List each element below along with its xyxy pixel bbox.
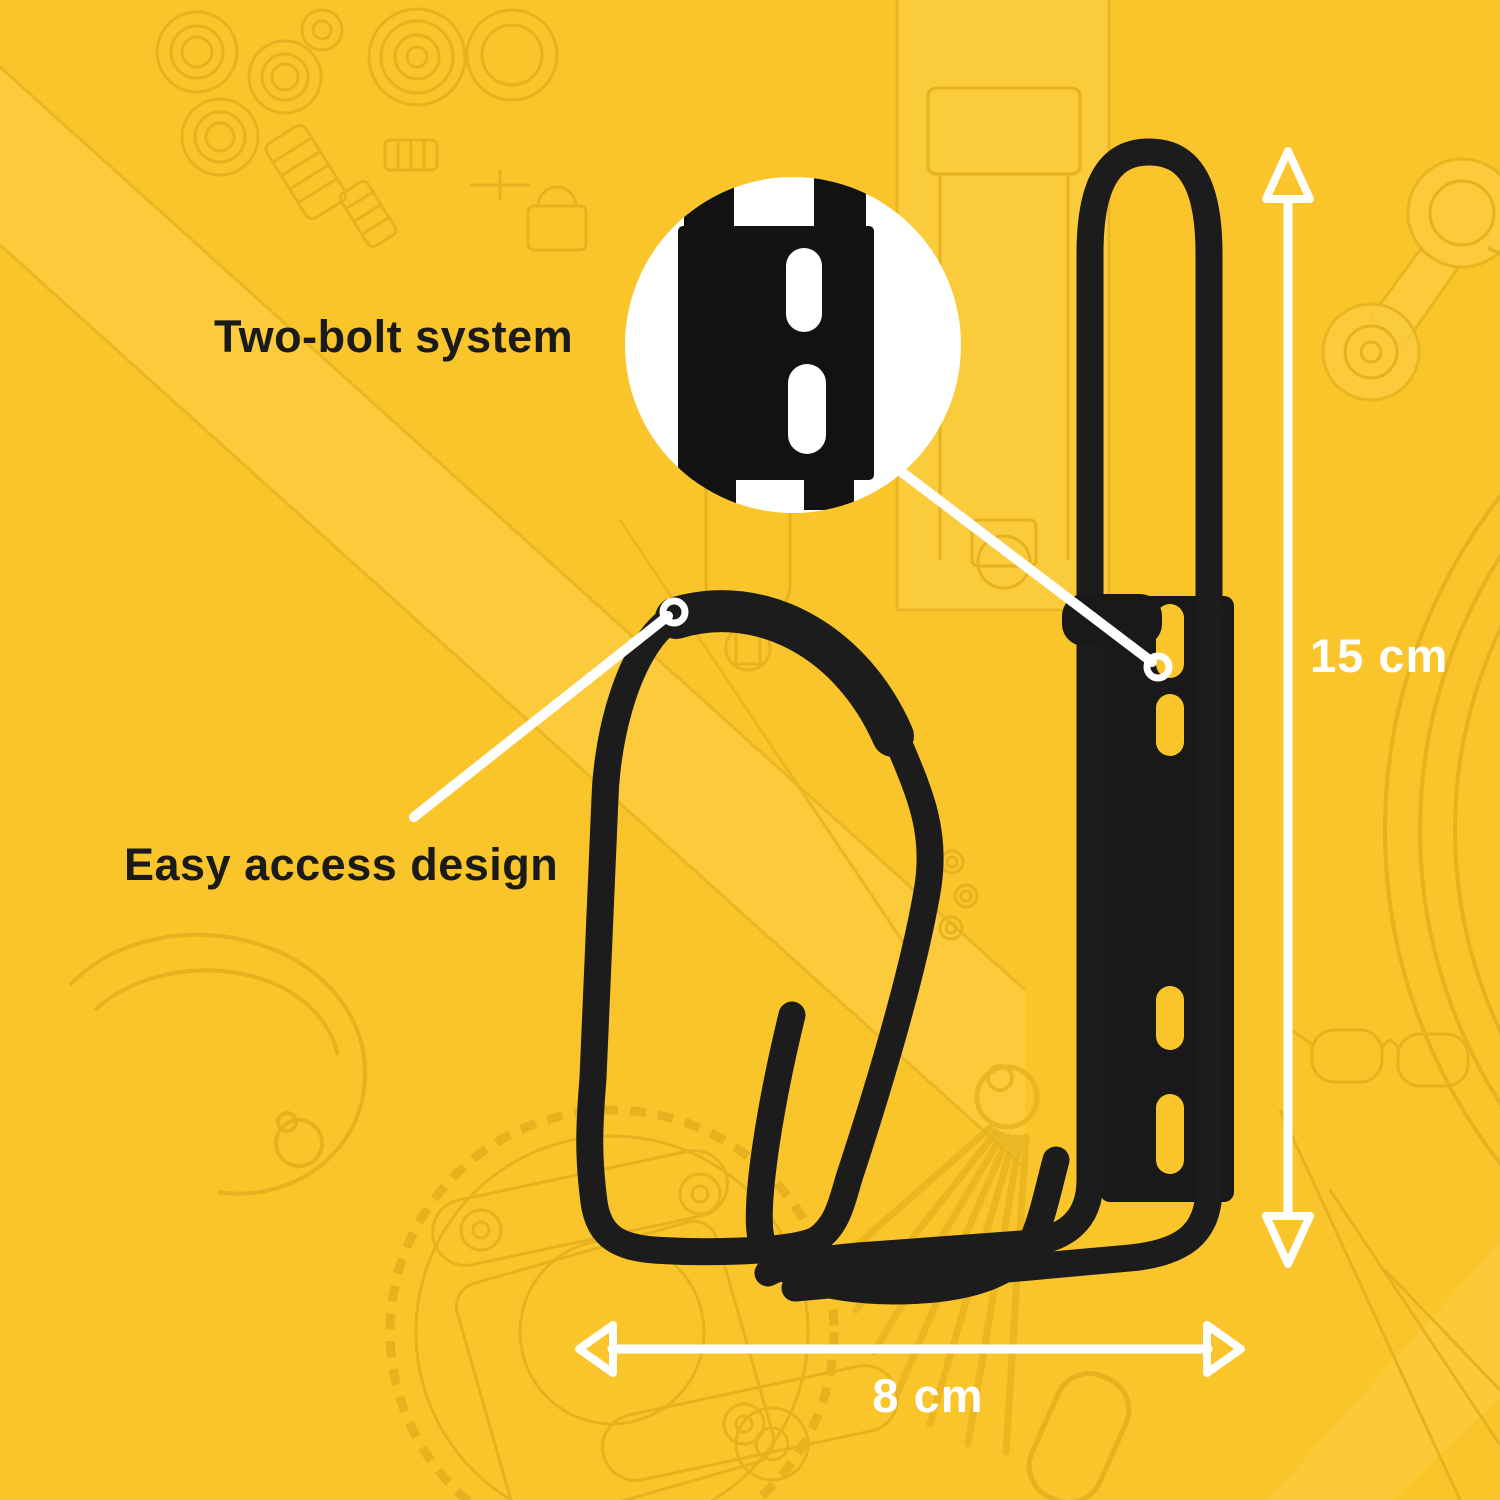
arrow-down-icon <box>1262 1212 1314 1268</box>
bolt-slot <box>1156 1094 1184 1174</box>
bottle-cage <box>576 138 1234 1305</box>
pulley-sketches <box>367 7 559 107</box>
height-dimension <box>1262 147 1314 1268</box>
bolt-slot <box>1156 694 1184 756</box>
padlock-sketch <box>526 185 588 252</box>
easy-access-label: Easy access design <box>124 839 559 890</box>
wheel-arc-sketches <box>1383 493 1500 1167</box>
carabiner-sketch <box>1026 1371 1132 1500</box>
spoke-sketch <box>1278 1109 1500 1500</box>
width-dimension <box>575 1321 1245 1377</box>
width-dimension-label: 8 cm <box>872 1369 984 1422</box>
cage-right-rod <box>781 606 1223 1302</box>
easy-access-callout-line <box>409 611 673 822</box>
zoom-inset <box>625 177 1173 682</box>
inset-callout-line <box>898 468 1157 667</box>
bolt-slot <box>1156 986 1184 1050</box>
two-bolt-label: Two-bolt system <box>214 311 574 362</box>
arrow-right-icon <box>1203 1321 1245 1377</box>
front-hoop <box>576 596 944 1266</box>
inset-bolt-slot <box>786 248 822 332</box>
spring-sketches <box>264 124 439 249</box>
sunglasses-sketch <box>1287 1026 1470 1088</box>
derailleur-sketch <box>1321 157 1500 402</box>
inset-callout-ring <box>1143 652 1173 682</box>
frame-tube-band <box>0 67 1025 1168</box>
inset-content <box>678 177 874 513</box>
sprocket-sketches <box>155 8 344 177</box>
cable-swirl-sketch <box>68 932 367 1196</box>
easy-access-callout <box>409 597 689 822</box>
arrow-up-icon <box>1262 147 1314 203</box>
cage-top-hook <box>1076 138 1223 662</box>
inset-bolt-slot <box>788 364 826 454</box>
easy-access-callout-ring <box>659 597 689 627</box>
axle-sketch <box>470 170 530 200</box>
arrow-left-icon <box>575 1321 617 1377</box>
cage-left-rod <box>754 586 1104 1287</box>
chain-link-dots <box>938 849 979 941</box>
corner-band <box>1268 1242 1500 1500</box>
height-dimension-label: 15 cm <box>1310 629 1449 682</box>
crankset-sketch <box>385 1105 899 1500</box>
